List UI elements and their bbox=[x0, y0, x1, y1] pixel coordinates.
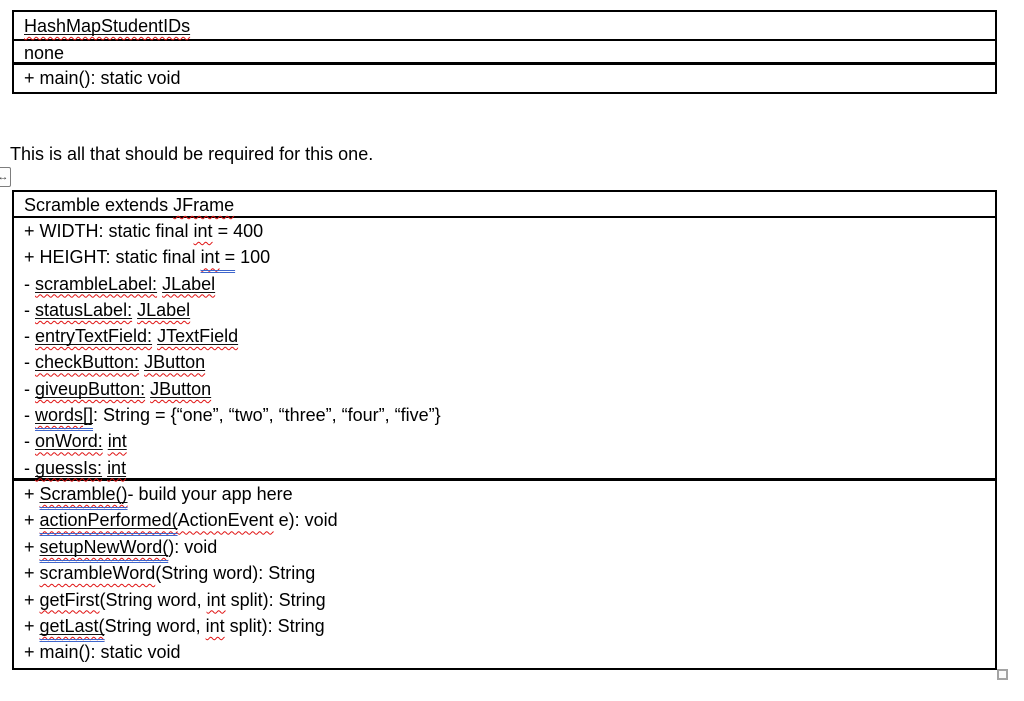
token-decoration-sq: actionPerformed( bbox=[40, 510, 178, 530]
token-decoration-u: setupNewWord( bbox=[39, 536, 169, 557]
token-decoration-u: JTextField bbox=[157, 326, 239, 347]
attr-guessis-line: - guessIs: int bbox=[24, 457, 127, 478]
note-paragraph: This is all that should be required for … bbox=[10, 144, 374, 164]
token-decoration-u: giveupButton: bbox=[35, 378, 146, 399]
token-decoration-sq: int bbox=[193, 221, 213, 241]
token-decoration-sq: int bbox=[107, 458, 126, 478]
attr-width-line: + WIDTH: static final int = 400 bbox=[24, 221, 264, 241]
scramble-attributes-cell[interactable]: + WIDTH: static final int = 400 + HEIGHT… bbox=[14, 218, 995, 481]
token-decoration-u: getLast( bbox=[39, 615, 105, 636]
token-decoration-sq: JButton bbox=[144, 352, 205, 372]
token-decoration-bl: getLast( bbox=[40, 616, 105, 636]
token-decoration-sq: words bbox=[35, 405, 83, 425]
hashmap-attributes-cell[interactable]: none bbox=[14, 41, 995, 65]
token-decoration-u: onWord: bbox=[35, 431, 103, 452]
token-decoration-sq: int bbox=[206, 589, 226, 610]
scramble-class-name-cell[interactable]: Scramble extends JFrame bbox=[14, 192, 995, 218]
hashmap-attr-none-line: none bbox=[24, 43, 65, 63]
token-decoration-sq: giveupButton: bbox=[35, 379, 145, 399]
token-decoration-u: JButton bbox=[144, 352, 206, 373]
token-decoration-sq: guessIs: bbox=[35, 458, 102, 478]
scramble-class-table[interactable]: Scramble extends JFrame + WIDTH: static … bbox=[12, 190, 997, 670]
token-decoration-sq: int bbox=[108, 431, 127, 451]
attr-checkbutton-line: - checkButton: JButton bbox=[24, 352, 206, 373]
token-decoration-sq: Scramble() bbox=[40, 484, 128, 504]
token-decoration-bl: words bbox=[35, 405, 83, 425]
token-decoration-sq: getLast( bbox=[40, 616, 105, 636]
token-decoration-u: statusLabel: bbox=[35, 299, 133, 320]
method-constructor-line: + Scramble()- build your app here bbox=[24, 484, 293, 504]
hashmap-method-main-line: + main(): static void bbox=[24, 68, 181, 88]
method-setupnewword-line: + setupNewWord(): void bbox=[24, 536, 218, 557]
token-decoration-u: actionPerformed( bbox=[39, 510, 178, 531]
token-decoration-sq: onWord: bbox=[35, 431, 103, 451]
token-decoration-sq: getFirst bbox=[39, 589, 100, 610]
attr-height-line: + HEIGHT: static final int = 100 bbox=[24, 247, 271, 268]
method-getlast-line: + getLast(String word, int split): Strin… bbox=[24, 615, 325, 636]
token-decoration-u: [] bbox=[83, 405, 94, 426]
token-decoration-u: words bbox=[35, 405, 84, 426]
token-decoration-bl: [] bbox=[83, 405, 93, 425]
token-decoration-sq: ActionEvent bbox=[177, 510, 274, 531]
attr-entrytextfield-line: - entryTextField: JTextField bbox=[24, 326, 239, 347]
token-decoration-bl: actionPerformed( bbox=[40, 510, 178, 530]
token-decoration-u: int bbox=[107, 431, 127, 452]
token-decoration-u: HashMapStudentIDs bbox=[24, 16, 191, 36]
scramble-class-name-line: Scramble extends JFrame bbox=[24, 195, 235, 215]
token-decoration-sq: checkButton: bbox=[35, 352, 139, 372]
token-decoration-u: scrambleLabel: bbox=[35, 273, 158, 294]
token-decoration-sq: JButton bbox=[150, 379, 211, 399]
attr-words-line: - words[]: String = {“one”, “two”, “thre… bbox=[24, 405, 441, 426]
token-decoration-u: int bbox=[107, 457, 127, 478]
hashmap-class-name-line: HashMapStudentIDs bbox=[14, 12, 995, 41]
token-decoration-sq: int bbox=[201, 247, 220, 267]
token-decoration-sq: JFrame bbox=[173, 195, 235, 215]
token-decoration-bl: int bbox=[200, 247, 220, 268]
horizontal-arrow-icon: ↔ bbox=[0, 171, 9, 183]
token-decoration-sq: int bbox=[205, 615, 225, 636]
token-decoration-u: JButton bbox=[150, 378, 212, 399]
token-decoration-u: JLabel bbox=[137, 299, 191, 320]
token-decoration-bl: setupNewWord( bbox=[40, 537, 169, 557]
attr-giveupbutton-line: - giveupButton: JButton bbox=[24, 378, 212, 399]
table-resize-handle[interactable] bbox=[997, 669, 1008, 680]
token-decoration-sq: HashMapStudentIDs bbox=[24, 16, 190, 36]
token-decoration-u: checkButton: bbox=[35, 352, 140, 373]
attr-statuslabel-line: - statusLabel: JLabel bbox=[24, 299, 191, 320]
token-decoration-u: JLabel bbox=[162, 273, 216, 294]
token-decoration-bl: Scramble() bbox=[40, 484, 128, 504]
method-getfirst-line: + getFirst(String word, int split): Stri… bbox=[24, 589, 326, 610]
scramble-methods-cell[interactable]: + Scramble()- build your app here + acti… bbox=[14, 481, 995, 668]
table-move-handle-icon[interactable]: ↔ bbox=[0, 167, 11, 187]
token-decoration-sq: scrambleWord bbox=[39, 563, 156, 584]
attr-onword-line: - onWord: int bbox=[24, 431, 127, 452]
token-decoration-sq: JTextField bbox=[157, 326, 238, 346]
hashmap-class-table[interactable]: HashMapStudentIDs none + main(): static … bbox=[12, 10, 997, 94]
token-decoration-u: guessIs: bbox=[35, 457, 103, 478]
token-decoration-u: Scramble() bbox=[39, 484, 128, 504]
token-decoration-u: entryTextField: bbox=[35, 326, 153, 347]
token-decoration-sq: entryTextField: bbox=[35, 326, 152, 346]
token-decoration-sq: statusLabel: bbox=[35, 300, 132, 320]
hashmap-class-name-cell[interactable]: HashMapStudentIDs bbox=[14, 12, 995, 41]
hashmap-methods-cell[interactable]: + main(): static void bbox=[14, 65, 995, 92]
attr-scramblelabel-line: - scrambleLabel: JLabel bbox=[24, 273, 216, 294]
token-decoration-bl: = bbox=[219, 247, 236, 268]
token-decoration-sq: JLabel bbox=[162, 274, 215, 294]
method-actionperformed-line: + actionPerformed(ActionEvent e): void bbox=[24, 510, 338, 531]
method-scrambleword-line: + scrambleWord(String word): String bbox=[24, 563, 316, 584]
method-main-line: + main(): static void bbox=[24, 642, 181, 663]
token-decoration-sq: scrambleLabel: bbox=[35, 274, 157, 294]
token-decoration-sq: setupNewWord( bbox=[40, 537, 169, 557]
token-decoration-sq: JLabel bbox=[137, 300, 190, 320]
